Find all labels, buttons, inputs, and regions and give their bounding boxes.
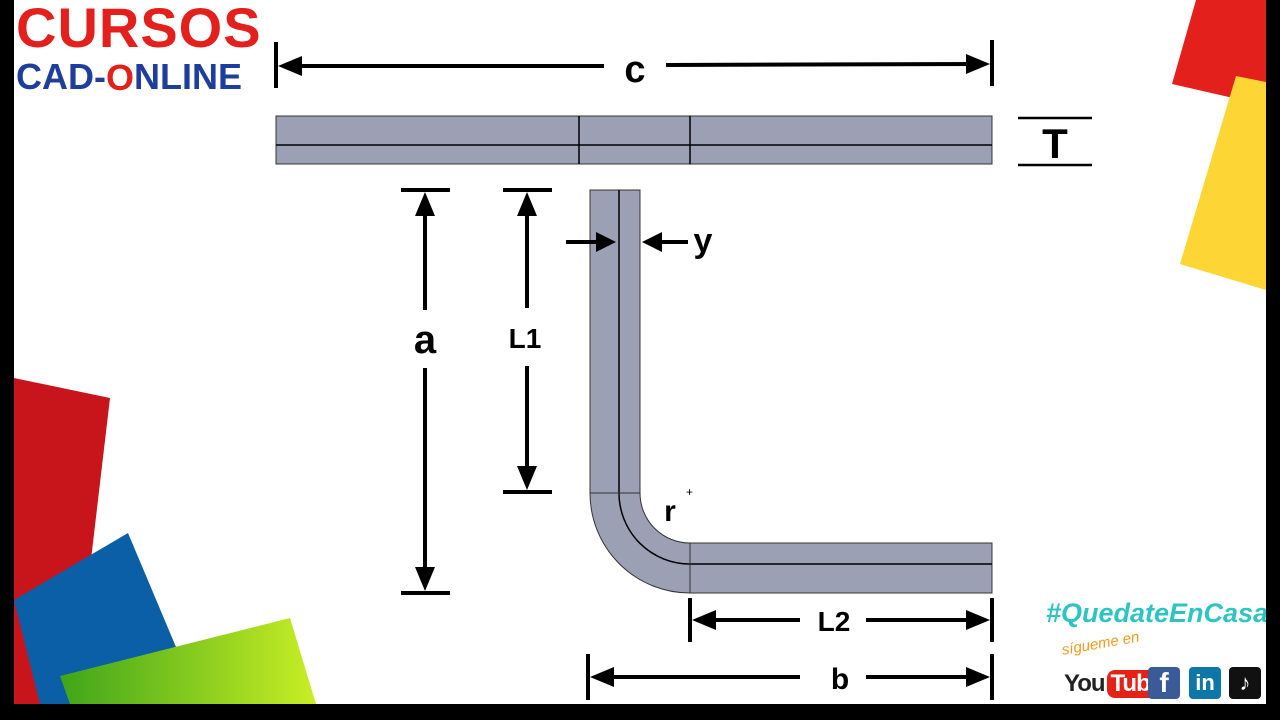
logo-line1: CURSOS xyxy=(16,0,262,59)
label-b: b xyxy=(831,663,849,696)
brand-logo: CURSOS CAD-ONLINE xyxy=(16,0,262,98)
label-r: r xyxy=(664,495,676,528)
dimension-t xyxy=(1018,116,1092,167)
dimension-l2 xyxy=(688,598,994,642)
decor-green-left xyxy=(60,618,316,704)
bottom-border xyxy=(0,704,1280,720)
dimension-b xyxy=(586,654,994,700)
label-l1: L1 xyxy=(509,323,542,354)
label-a: a xyxy=(414,318,437,362)
decor-yellow-right xyxy=(1180,76,1266,290)
logo-suffix: NLINE xyxy=(134,56,242,97)
dimension-y xyxy=(566,232,688,252)
center-mark: + xyxy=(686,485,693,499)
bent-part xyxy=(589,189,993,594)
logo-prefix: CAD- xyxy=(16,56,106,97)
right-border xyxy=(1266,0,1280,720)
label-l2: L2 xyxy=(818,606,851,637)
dimension-l1 xyxy=(503,188,552,494)
linkedin-icon[interactable]: in xyxy=(1189,667,1221,699)
dimension-a xyxy=(401,188,450,595)
dimension-c xyxy=(274,40,994,88)
logo-line2: CAD-ONLINE xyxy=(16,56,262,98)
label-y: y xyxy=(694,222,713,260)
label-c: c xyxy=(624,49,645,91)
decor-red-right xyxy=(1172,0,1266,102)
label-t: T xyxy=(1042,120,1068,167)
facebook-icon[interactable]: f xyxy=(1148,667,1180,699)
top-plate xyxy=(275,115,993,165)
youtube-you: You xyxy=(1064,670,1106,697)
gear-icon: O xyxy=(105,57,134,98)
hashtag-text: #QuedateEnCasa xyxy=(1046,598,1269,628)
left-border xyxy=(0,0,14,720)
tiktok-icon[interactable]: ♪ xyxy=(1229,667,1261,699)
